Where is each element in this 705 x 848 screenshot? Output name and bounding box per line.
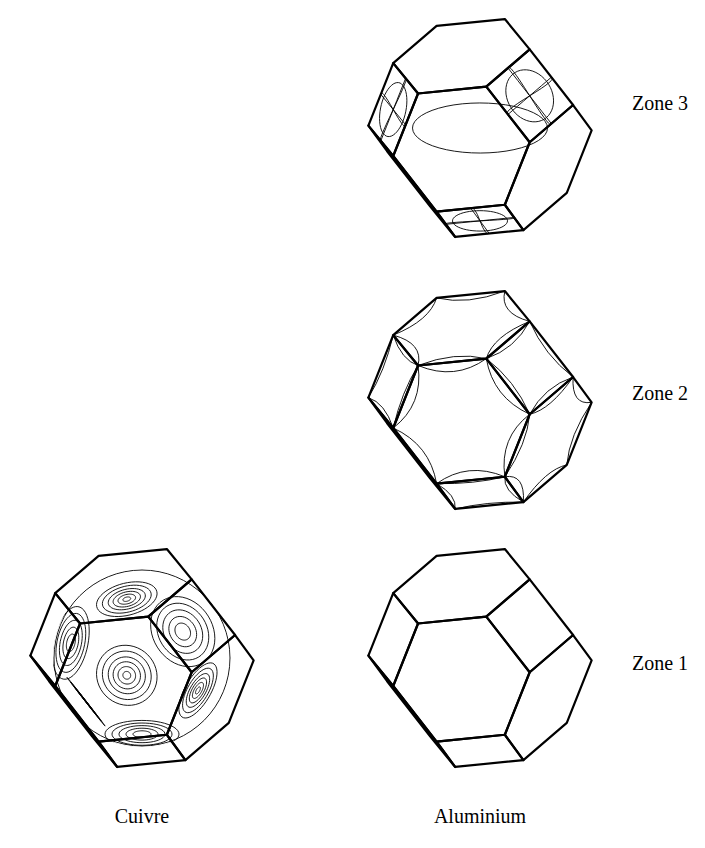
zone-face bbox=[55, 549, 191, 623]
zone-edge bbox=[486, 49, 573, 142]
zone-edge bbox=[30, 656, 117, 767]
fermi-arm bbox=[507, 96, 530, 115]
contour-line bbox=[123, 671, 131, 679]
zone-edge bbox=[393, 617, 529, 742]
contour-line bbox=[113, 591, 140, 607]
zone-face bbox=[368, 398, 455, 509]
zone-edge bbox=[148, 579, 235, 672]
fermi-surface bbox=[380, 67, 554, 234]
fermi-arm bbox=[471, 208, 480, 221]
fermi-arm bbox=[380, 110, 393, 141]
contour-line bbox=[102, 585, 151, 613]
zone-label: Zone 2 bbox=[632, 382, 688, 404]
contour-line bbox=[119, 726, 165, 743]
contour-line bbox=[195, 687, 200, 694]
contour-line bbox=[102, 651, 151, 699]
zone-face bbox=[55, 617, 191, 742]
zone-label: Zone 1 bbox=[632, 652, 688, 674]
contour-line bbox=[157, 603, 209, 660]
fermi-arm bbox=[445, 221, 480, 224]
zone-face bbox=[368, 656, 455, 767]
aluminium-zone-2 bbox=[368, 291, 591, 509]
contour-line bbox=[169, 616, 197, 646]
zone-face bbox=[368, 126, 455, 237]
fermi-arm bbox=[530, 96, 552, 125]
zone-face bbox=[393, 617, 529, 742]
zone-edge bbox=[167, 635, 254, 760]
contour-line bbox=[118, 594, 136, 604]
zone-face bbox=[393, 19, 529, 93]
zone-face bbox=[30, 656, 117, 767]
fermi-arm bbox=[530, 77, 553, 96]
fermi-arm bbox=[393, 78, 406, 109]
fermi-surface bbox=[368, 291, 591, 509]
contour-line bbox=[189, 678, 206, 703]
contour-line bbox=[175, 623, 191, 640]
fermi-arm bbox=[393, 110, 405, 127]
zone-edge bbox=[368, 126, 455, 237]
contour-line bbox=[108, 589, 145, 610]
zone-face bbox=[393, 291, 529, 365]
contour-line bbox=[97, 645, 158, 705]
zone-face bbox=[393, 359, 529, 484]
contour-line bbox=[52, 607, 89, 680]
zone-edge bbox=[393, 19, 529, 93]
zone-edge bbox=[55, 549, 191, 623]
zone-edge bbox=[505, 105, 592, 230]
fermi-arm bbox=[508, 67, 530, 96]
contour-line bbox=[113, 662, 140, 689]
contour-line bbox=[163, 610, 203, 653]
material-label: Aluminium bbox=[434, 805, 526, 827]
zone-edge bbox=[505, 377, 592, 502]
contour-line bbox=[123, 597, 131, 601]
zone-edge bbox=[368, 656, 455, 767]
fermi-arm bbox=[480, 221, 489, 234]
zone-face bbox=[393, 549, 529, 623]
contour-line bbox=[183, 668, 214, 712]
zone-edge bbox=[393, 549, 529, 623]
contour-line bbox=[118, 667, 136, 684]
material-label: Cuivre bbox=[115, 805, 169, 827]
aluminium-zone-1 bbox=[368, 549, 591, 767]
fermi-arm bbox=[480, 217, 515, 220]
zone-edge bbox=[393, 291, 529, 365]
zone-edge bbox=[486, 579, 573, 672]
contour-line bbox=[97, 582, 158, 617]
contour-line bbox=[192, 682, 203, 698]
zone-label: Zone 3 bbox=[632, 92, 688, 114]
copper-zone-1 bbox=[30, 549, 253, 767]
zone-edge bbox=[505, 635, 592, 760]
zone-edge bbox=[393, 359, 529, 484]
contour-line bbox=[67, 677, 105, 726]
zone-edge bbox=[368, 398, 455, 509]
zone-edge bbox=[393, 87, 529, 212]
zone-edge bbox=[486, 321, 573, 414]
zone-edge bbox=[55, 617, 191, 742]
aluminium-zone-3 bbox=[368, 19, 591, 237]
contour-line bbox=[108, 657, 145, 694]
fermi-arm bbox=[381, 93, 393, 110]
